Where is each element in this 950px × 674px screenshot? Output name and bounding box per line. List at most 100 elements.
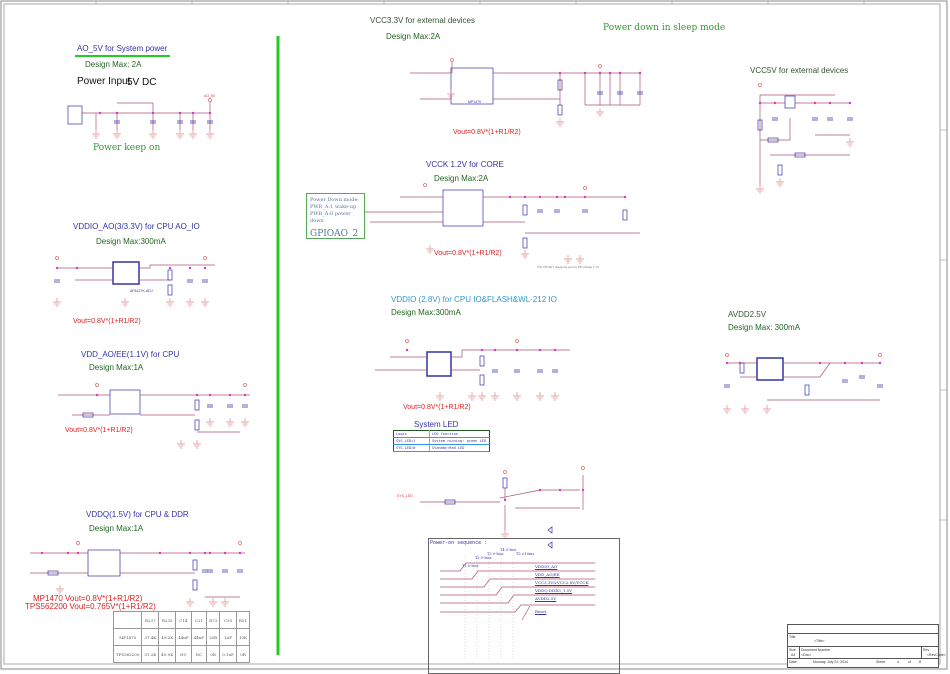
capacitor xyxy=(187,279,193,283)
ground-symbol xyxy=(741,405,749,414)
wire xyxy=(440,594,595,604)
bom-cell: 0R xyxy=(206,645,221,663)
junction-dot xyxy=(223,551,227,555)
timing-label: T1 0-5ms xyxy=(462,564,479,568)
ao5v-design-max: Design Max: 2A xyxy=(85,60,142,69)
timing-label: T5 >10ms xyxy=(516,552,535,556)
tb-of-value: 8 xyxy=(919,660,921,664)
power-port xyxy=(758,83,762,87)
power-input-value: 5V DC xyxy=(127,77,157,88)
ground-symbol xyxy=(536,392,544,401)
led-function-cell: System running: green LED xyxy=(429,437,490,445)
ground-symbol xyxy=(436,392,444,401)
resistor xyxy=(804,384,810,396)
seq-signal-label: Reset xyxy=(535,609,547,614)
junction-dot xyxy=(848,101,852,105)
junction-dot xyxy=(203,266,207,270)
bom-row-tps562200: TPS562200 51.2K 49.9K NC NC 0R 0.1uF 0R xyxy=(112,645,251,663)
bom-cell: 0R xyxy=(235,645,251,663)
power-port xyxy=(243,383,247,387)
bom-cell: 49.9K xyxy=(158,645,177,663)
resistor xyxy=(167,269,173,281)
ground-symbol xyxy=(177,440,185,449)
vdd-ao-ee-formula: Vout=0.8V*(1+R1/R2) xyxy=(65,427,133,434)
led-table-row: SYS_LED=0 Standby:Red LED xyxy=(393,444,490,452)
resistor xyxy=(194,399,200,411)
power-keep-on-note: Power keep on xyxy=(93,143,161,153)
capacitor xyxy=(207,120,213,124)
capacitor xyxy=(537,209,543,213)
capacitor xyxy=(54,279,60,283)
power-port xyxy=(76,541,80,545)
ground-symbol xyxy=(113,130,121,139)
capacitor xyxy=(190,120,196,124)
bom-header-cell: C21 xyxy=(190,611,208,629)
resistor xyxy=(479,355,485,367)
capacitor xyxy=(877,384,883,388)
ground-symbol xyxy=(564,255,572,264)
wire xyxy=(760,118,791,141)
power-port xyxy=(598,64,602,68)
ground-symbol xyxy=(241,418,249,427)
vcc33-title: VCC3.3V for external devices xyxy=(370,16,475,25)
junction-dot xyxy=(76,551,80,555)
vddio28-formula: Vout=0.8V*(1+R1/R2) xyxy=(403,404,471,411)
resistor xyxy=(194,419,200,431)
junction-dot xyxy=(55,266,59,270)
led-table-header: Logic LED function xyxy=(393,430,490,438)
ground-symbol xyxy=(763,405,771,414)
ground-symbol xyxy=(551,392,559,401)
ic-chip xyxy=(109,389,141,415)
power-down-line-2: PWR_A:1 wake-up xyxy=(310,204,357,210)
tb-date-label: Date: xyxy=(789,660,798,664)
ground-symbol xyxy=(209,598,217,607)
bom-header-cell: C14 xyxy=(175,611,192,629)
junction-dot xyxy=(558,488,562,492)
ic-chip xyxy=(784,95,796,109)
resistor xyxy=(757,119,763,131)
avdd25-title: AVDD2.5V xyxy=(728,310,767,319)
ground-symbol xyxy=(53,298,61,307)
power-sequence-box xyxy=(428,538,620,674)
junction-dot xyxy=(493,348,497,352)
power-port xyxy=(238,541,242,545)
led-table-row: SYS_LED=1 System running: green LED xyxy=(393,437,490,445)
power-port xyxy=(450,58,454,62)
power-port xyxy=(203,256,207,260)
junction-dot xyxy=(480,348,484,352)
junction-dot xyxy=(195,393,199,397)
tb-title-value: <Title> xyxy=(814,639,825,643)
resistor xyxy=(502,477,508,489)
junction-dot xyxy=(405,348,409,352)
wire xyxy=(117,102,154,113)
tb-divider xyxy=(788,658,938,659)
capacitor xyxy=(617,91,623,95)
junction-dot xyxy=(583,195,587,199)
resistor xyxy=(794,152,806,158)
power-input-label: Power Input xyxy=(77,76,131,87)
power-port xyxy=(503,470,507,474)
power-port xyxy=(55,256,59,260)
bom-cell: TPS562200 xyxy=(112,645,143,663)
capacitor xyxy=(537,369,543,373)
bom-row-mp1470: MP1470 37.4K 49.2K 44nF 44nF 20R 1uF 10K xyxy=(112,628,251,646)
capacitor xyxy=(150,120,156,124)
wire xyxy=(440,562,595,572)
power-port xyxy=(581,466,585,470)
resistor xyxy=(82,412,94,418)
resistor xyxy=(192,579,198,591)
capacitor xyxy=(554,209,560,213)
inner-frame xyxy=(3,3,941,665)
tb-rev-label: Rev xyxy=(923,648,930,652)
bom-cell: 37.4K xyxy=(141,628,160,646)
wire xyxy=(783,362,831,378)
capacitor xyxy=(847,117,853,121)
ground-symbol xyxy=(468,392,476,401)
tb-size-label: Size xyxy=(789,648,796,652)
power-down-line-3: PWR_A:0 power down xyxy=(310,211,351,224)
capacitor xyxy=(237,569,243,573)
wire xyxy=(440,604,595,613)
ground-symbol xyxy=(149,130,157,139)
bom-cell: MP1470 xyxy=(112,628,143,646)
vcck-title: VCCK 1.2V for CORE xyxy=(426,160,504,169)
